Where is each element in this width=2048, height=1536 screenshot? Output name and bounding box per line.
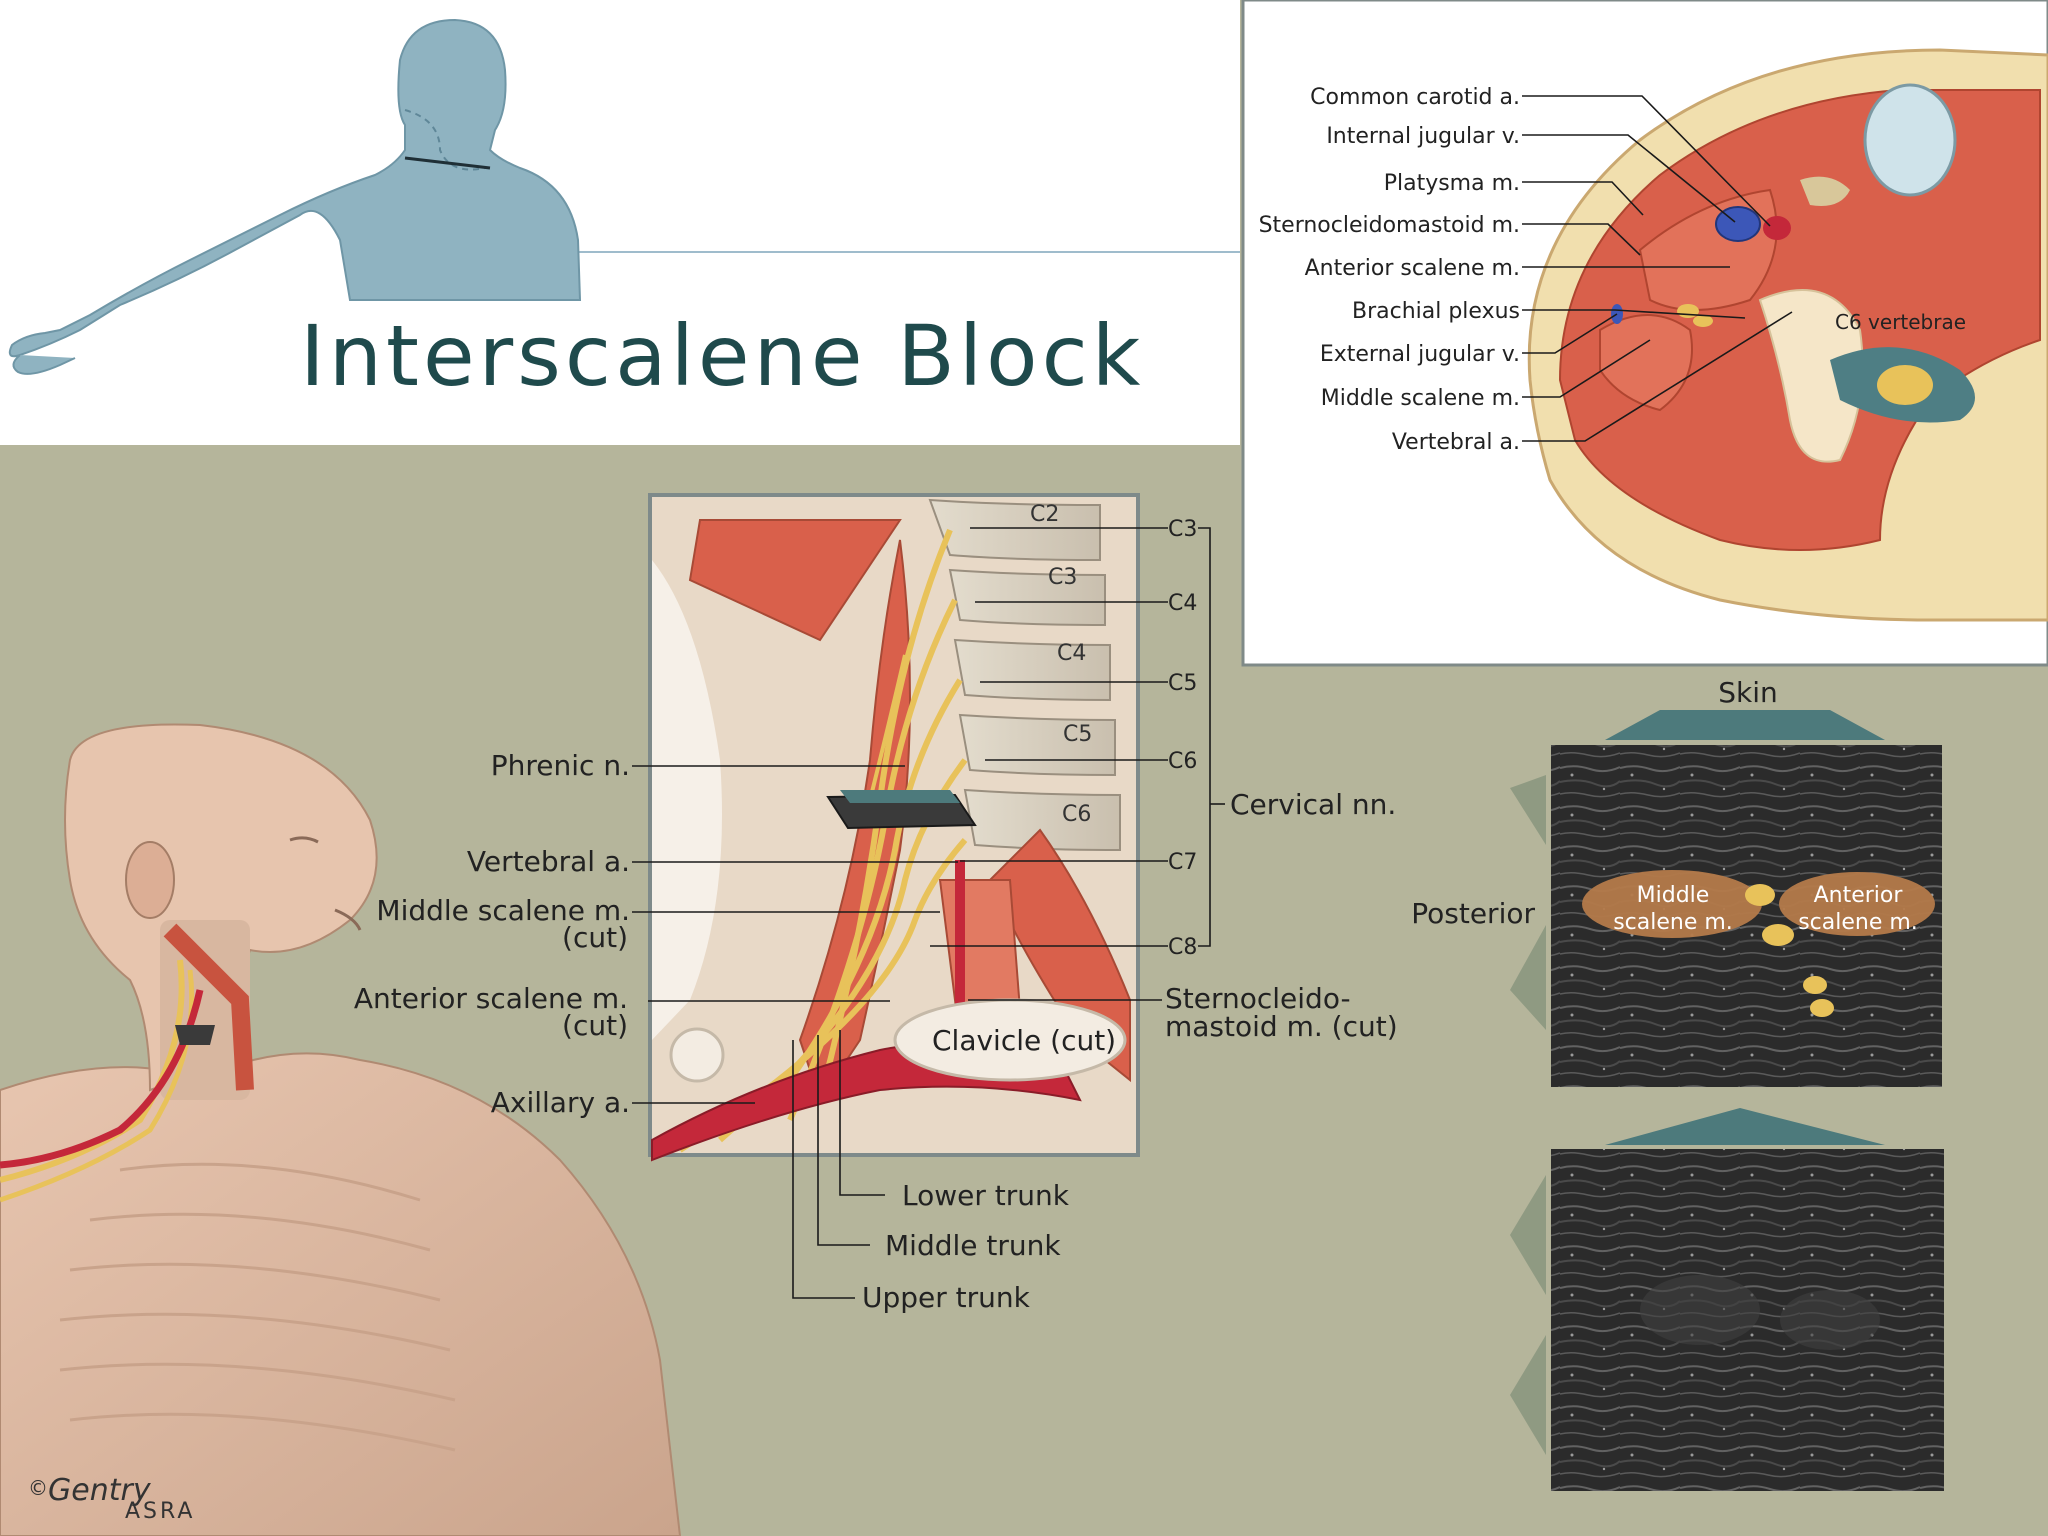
skin-marker-top: [1605, 710, 1885, 740]
posterior-label: Posterior: [1411, 897, 1535, 930]
page-title: Interscalene Block: [300, 307, 1144, 405]
root-label-c4: C4: [1168, 591, 1197, 616]
nerve-root-3: [1803, 976, 1827, 994]
nerve-root-2: [1762, 924, 1794, 946]
ultrasound-section: Skin Posterior Middle scalene m. Anterio…: [1411, 676, 1944, 1491]
vertebra-labels: C2 C3 C4 C5 C6: [1030, 502, 1092, 827]
label-middle-scalene-cut: Middle scalene m.: [376, 894, 630, 927]
label-middle-trunk: Middle trunk: [885, 1229, 1061, 1262]
root-label-c8: C8: [1168, 935, 1197, 960]
us-middle-label: Middle: [1637, 883, 1710, 908]
root-label-c7: C7: [1168, 850, 1197, 875]
us-anterior-label: Anterior: [1814, 883, 1904, 908]
ear: [125, 841, 175, 919]
credit-org: ASRA: [125, 1499, 195, 1524]
anterior-scalene-overlay: [1779, 872, 1935, 936]
side-marker-2: [1510, 925, 1546, 1030]
left-anatomy-labels: Phrenic n. Vertebral a. Middle scalene m…: [354, 749, 630, 1119]
label-common-carotid: Common carotid a.: [1310, 85, 1520, 110]
vertebra-label-c6: C6: [1062, 802, 1091, 827]
root-label-c3: C3: [1168, 517, 1197, 542]
vertebra-label-c3: C3: [1048, 565, 1077, 590]
root-label-c5: C5: [1168, 671, 1197, 696]
label-mastoid-cut: mastoid m. (cut): [1165, 1010, 1398, 1043]
dissection-panel: C2 C3 C4 C5 C6 Clavicle (cut): [648, 493, 1140, 1162]
skin-label: Skin: [1718, 676, 1778, 709]
label-anterior-scalene-cut-note: (cut): [562, 1009, 628, 1042]
label-axillary-a: Axillary a.: [491, 1086, 630, 1119]
label-upper-trunk: Upper trunk: [862, 1281, 1031, 1314]
label-middle-scalene-cut-note: (cut): [562, 921, 628, 954]
label-anterior-scalene-cut: Anterior scalene m.: [354, 982, 628, 1015]
label-external-jugular: External jugular v.: [1320, 342, 1520, 367]
label-sternocleido: Sternocleido-: [1165, 982, 1351, 1015]
us-middle-label-2: scalene m.: [1613, 910, 1733, 935]
blue-figure: [8, 18, 582, 375]
cross-section-labels: Common carotid a. Internal jugular v. Pl…: [1259, 85, 1520, 455]
side-marker-3: [1510, 1175, 1546, 1295]
skull-background: [652, 560, 722, 1040]
label-sternocleidomastoid: Sternocleidomastoid m.: [1259, 213, 1520, 238]
label-middle-scalene: Middle scalene m.: [1321, 386, 1520, 411]
skin-marker-bottom: [1605, 1108, 1885, 1145]
ultrasound-annotated: Middle scalene m. Anterior scalene m.: [1551, 745, 1942, 1087]
patient-figure: © Gentry ASRA: [0, 723, 682, 1536]
us-anterior-label-2: scalene m.: [1798, 910, 1918, 935]
ultrasound-raw: [1551, 1149, 1944, 1491]
label-lower-trunk: Lower trunk: [902, 1179, 1070, 1212]
nerve-root-4: [1810, 999, 1834, 1017]
closed-eye: [289, 836, 319, 844]
probe-small: [175, 1025, 215, 1045]
title-panel: Interscalene Block: [0, 0, 1240, 445]
credit-signature: Gentry: [48, 1473, 152, 1508]
label-anterior-scalene: Anterior scalene m.: [1305, 256, 1520, 281]
nerve-root-1: [1745, 884, 1775, 906]
root-labels: C3 C4 C5 C6 C7 C8: [1168, 517, 1197, 960]
ribcage: [59, 1162, 456, 1452]
vertebra-label-c4: C4: [1057, 641, 1086, 666]
trunk-labels: Lower trunk Middle trunk Upper trunk: [862, 1179, 1070, 1314]
root-label-c6: C6: [1168, 749, 1197, 774]
block-level-marker: [404, 156, 491, 170]
side-marker-4: [1510, 1335, 1546, 1455]
cross-section-leaders: [1522, 95, 1793, 442]
neck-dissection-small: [0, 920, 254, 1203]
label-platysma: Platysma m.: [1384, 171, 1520, 196]
label-vertebral-artery: Vertebral a.: [1392, 430, 1520, 455]
neck-cross-section: [1527, 48, 2048, 622]
middle-scalene-overlay: [1582, 870, 1762, 938]
scm-upper: [688, 519, 902, 642]
label-internal-jugular: Internal jugular v.: [1326, 124, 1520, 149]
dissection-leaders: [632, 527, 1225, 1299]
label-phrenic-nerve: Phrenic n.: [491, 749, 630, 782]
cervical-nn-label: Cervical nn.: [1230, 788, 1396, 821]
cross-section-panel: Common carotid a. Internal jugular v. Pl…: [1241, 0, 2048, 667]
label-c6-vertebrae: C6 vertebrae: [1835, 310, 1966, 334]
right-anatomy-labels: Sternocleido- mastoid m. (cut): [1165, 982, 1398, 1043]
clavicle-label: Clavicle (cut): [932, 1024, 1116, 1057]
label-brachial-plexus: Brachial plexus: [1352, 299, 1520, 324]
figure-dashed-outline: [404, 109, 486, 171]
side-marker-1: [1510, 775, 1546, 845]
vertebra-label-c2: C2: [1030, 502, 1059, 527]
credit-copyright: ©: [28, 1476, 48, 1500]
vertebra-label-c5: C5: [1063, 722, 1092, 747]
rib-section: [669, 1027, 725, 1083]
label-vertebral-a: Vertebral a.: [467, 845, 630, 878]
